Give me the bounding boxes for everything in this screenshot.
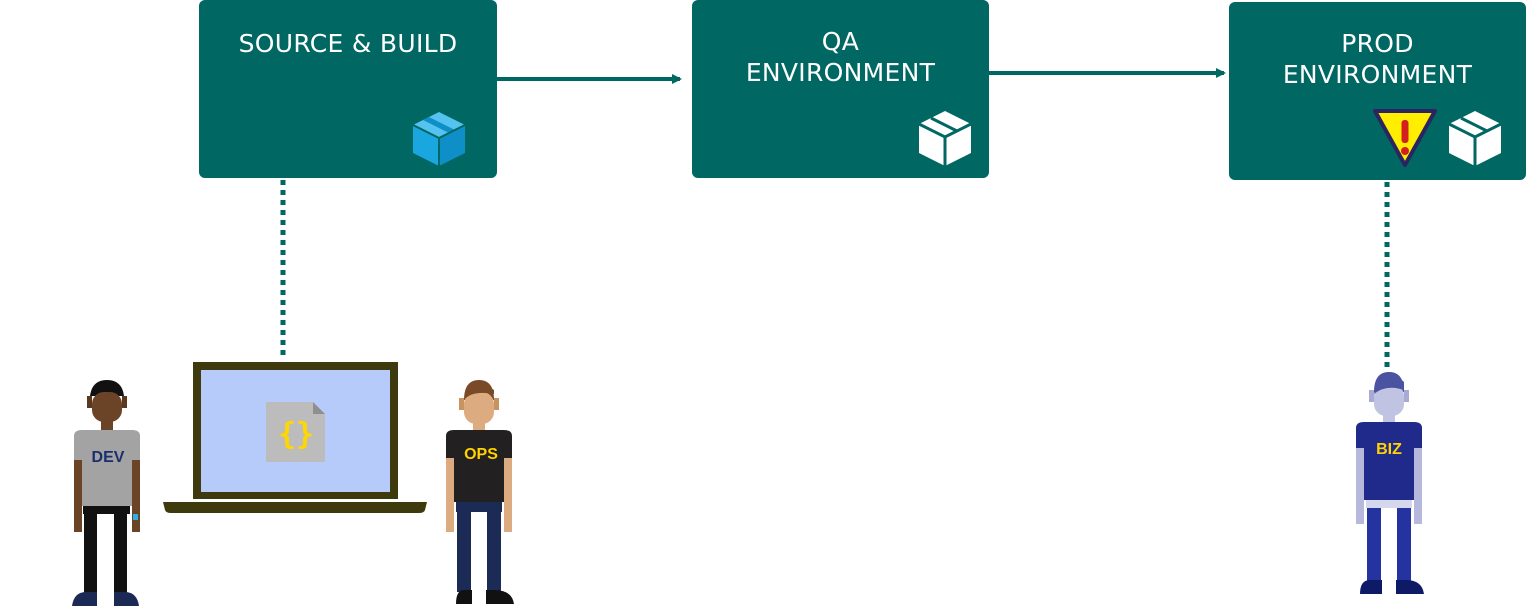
ops-shirt-label: OPS [464, 446, 498, 463]
package-icon [918, 111, 972, 166]
dev-person-icon [72, 380, 140, 606]
biz-person-icon [1356, 372, 1424, 594]
dev-shirt-label: DEV [91, 449, 125, 466]
package-icon [412, 112, 466, 166]
biz-shirt-label: BIZ [1376, 441, 1402, 458]
code-braces-glyph: {} [278, 417, 314, 452]
warning-icon [1373, 109, 1437, 167]
laptop-icon: {} [163, 362, 427, 513]
package-icon [1448, 111, 1502, 166]
prod-environment-title: PROD ENVIRONMENT [1282, 29, 1473, 89]
code-file-icon: {} [266, 402, 325, 462]
source-build-box: SOURCE & BUILD [199, 0, 497, 178]
qa-environment-box: QA ENVIRONMENT [692, 0, 989, 178]
ops-person-icon [446, 380, 514, 604]
prod-environment-box: PROD ENVIRONMENT [1229, 2, 1526, 180]
qa-environment-title: QA ENVIRONMENT [745, 27, 936, 87]
source-build-title: SOURCE & BUILD [238, 29, 458, 58]
